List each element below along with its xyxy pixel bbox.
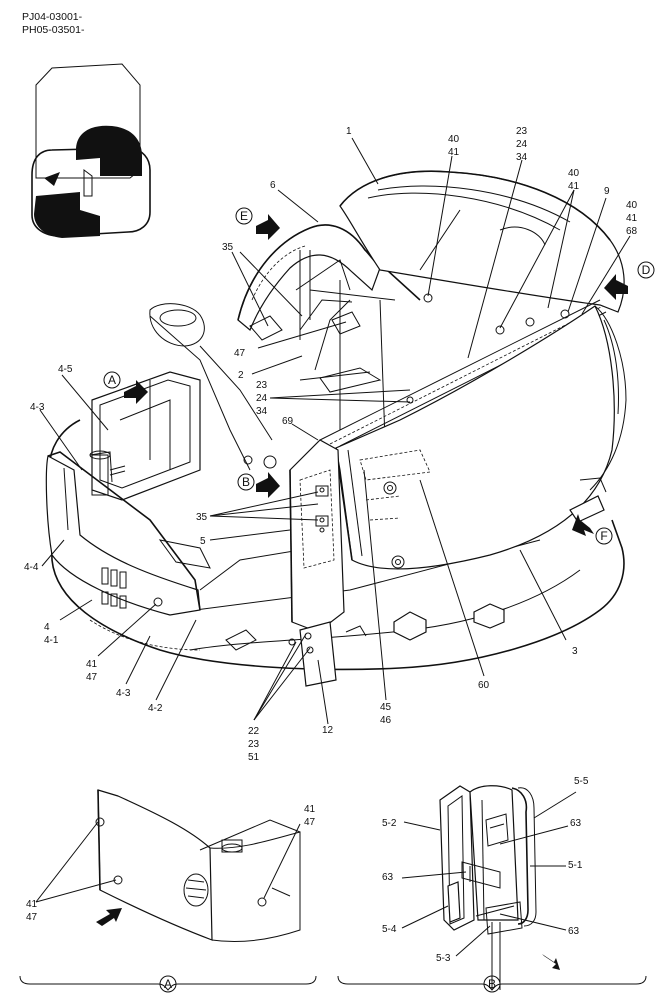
callout-group-45-46: 45 46 — [380, 702, 392, 726]
svg-text:41: 41 — [568, 181, 580, 192]
callout-35: 35 — [222, 242, 234, 253]
callout-5: 5 — [200, 536, 206, 547]
serial-range-2: PH05-03501- — [22, 24, 85, 36]
svg-text:23: 23 — [248, 739, 260, 750]
callout-4-2: 4-2 — [148, 703, 163, 714]
view-marker-d: D — [637, 261, 655, 279]
serial-range-1: PJ04-03001- — [22, 11, 83, 23]
detail-b-caption: B — [488, 977, 496, 991]
view-marker-f: F — [595, 527, 613, 545]
detail-b-callout-63-top: 63 — [570, 818, 582, 829]
svg-text:41: 41 — [86, 659, 98, 670]
callout-4: 4 — [44, 622, 50, 633]
svg-text:45: 45 — [380, 702, 392, 713]
leader-lines — [39, 137, 631, 725]
callout-35-center: 35 — [196, 512, 208, 523]
detail-view-a: 41 47 41 47 A — [19, 789, 317, 993]
callout-group-23-24-34: 23 24 34 — [516, 126, 528, 163]
svg-text:40: 40 — [448, 134, 460, 145]
svg-text:22: 22 — [248, 726, 260, 737]
detail-a-caption: A — [164, 977, 172, 991]
svg-text:24: 24 — [256, 393, 268, 404]
view-marker-a: A — [103, 371, 121, 389]
detail-b-callout-5-5: 5-5 — [574, 776, 589, 787]
svg-text:23: 23 — [256, 380, 268, 391]
svg-text:B: B — [242, 475, 250, 489]
detail-b-callout-5-3: 5-3 — [436, 953, 451, 964]
callout-47: 47 — [234, 348, 246, 359]
callout-69: 69 — [282, 416, 294, 427]
callout-group-22-23-51: 22 23 51 — [248, 726, 260, 763]
svg-text:40: 40 — [568, 168, 580, 179]
view-marker-b: B — [237, 473, 255, 491]
main-assembly — [45, 170, 628, 687]
svg-text:47: 47 — [26, 912, 38, 923]
callout-4-3-top: 4-3 — [30, 402, 45, 413]
detail-b-callout-63-left: 63 — [382, 872, 394, 883]
svg-text:51: 51 — [248, 752, 260, 763]
callout-6: 6 — [270, 180, 276, 191]
svg-text:34: 34 — [516, 152, 528, 163]
svg-text:68: 68 — [626, 226, 638, 237]
svg-text:41: 41 — [448, 147, 460, 158]
callout-4-5: 4-5 — [58, 364, 73, 375]
svg-text:34: 34 — [256, 406, 268, 417]
detail-b-callout-5-4: 5-4 — [382, 924, 397, 935]
callout-4-3-bottom: 4-3 — [116, 688, 131, 699]
callout-labels: 1 6 35 47 2 40 41 23 24 34 40 41 9 40 41… — [24, 126, 638, 763]
callout-1: 1 — [346, 126, 352, 137]
svg-text:41: 41 — [626, 213, 638, 224]
callout-4-4: 4-4 — [24, 562, 39, 573]
detail-b-callout-63-bottom: 63 — [568, 926, 580, 937]
svg-text:A: A — [108, 373, 116, 387]
callout-9: 9 — [604, 186, 610, 197]
svg-text:E: E — [240, 209, 248, 223]
svg-text:D: D — [642, 263, 651, 277]
svg-text:F: F — [600, 529, 607, 543]
detail-b-callout-5-1: 5-1 — [568, 860, 583, 871]
detail-b-callout-5-2: 5-2 — [382, 818, 397, 829]
svg-text:41: 41 — [26, 899, 38, 910]
svg-text:47: 47 — [86, 672, 98, 683]
svg-text:46: 46 — [380, 715, 392, 726]
callout-3: 3 — [572, 646, 578, 657]
svg-text:24: 24 — [516, 139, 528, 150]
callout-group-40-41: 40 41 — [448, 134, 460, 158]
svg-text:41: 41 — [304, 804, 316, 815]
callout-group-40-41-68: 40 41 68 — [626, 200, 638, 237]
location-thumbnail — [31, 63, 151, 238]
callout-group-23-24-34-center: 23 24 34 — [256, 380, 268, 417]
callout-group-41-47: 41 47 — [86, 659, 98, 683]
svg-text:47: 47 — [304, 817, 316, 828]
svg-text:40: 40 — [626, 200, 638, 211]
view-marker-e: E — [235, 207, 253, 225]
callout-12: 12 — [322, 725, 334, 736]
detail-a-callout-41-47-left: 41 47 — [26, 899, 38, 923]
callout-4-1: 4-1 — [44, 635, 59, 646]
detail-a-callout-41-47-top: 41 47 — [304, 804, 316, 828]
callout-2: 2 — [238, 370, 244, 381]
svg-text:23: 23 — [516, 126, 528, 137]
detail-view-b: 5-2 5-5 63 5-1 63 5-4 63 5-3 B — [337, 776, 647, 993]
callout-group-40-41-right: 40 41 — [568, 168, 580, 192]
callout-60: 60 — [478, 680, 490, 691]
